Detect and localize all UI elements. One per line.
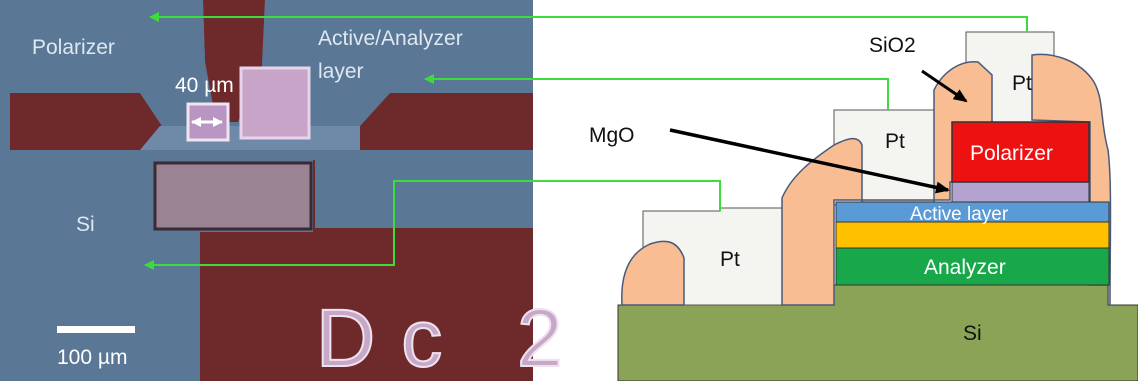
active-layer-label: Active layer	[910, 204, 1009, 225]
polarizer-connector-arrow	[149, 12, 1028, 32]
lower-electrode-region	[200, 228, 533, 381]
polarizer-layer	[951, 121, 1090, 183]
mgo-pointer-arrow	[669, 128, 950, 194]
analyzer-layer	[835, 247, 1110, 286]
connector-arrows	[144, 12, 1028, 270]
pt-top-label: Pt	[1012, 72, 1032, 95]
si-connector-arrow	[144, 180, 721, 270]
active-analyzer-pad	[153, 161, 313, 231]
sio2-label: SiO2	[869, 34, 916, 57]
pt-left-label: Pt	[720, 248, 740, 271]
active-analyzer-connector-arrow	[424, 74, 889, 110]
si-label: Si	[76, 213, 95, 236]
substrate-label: Si	[963, 322, 982, 345]
polarizer-label: Polarizer	[32, 36, 115, 59]
scale-bar-label: 100 µm	[57, 346, 127, 369]
horizontal-electrode-band	[10, 93, 533, 150]
dimension-label: 40 µm	[175, 74, 234, 97]
micrograph: Polarizer Active/Analyzer layer Si 40 µm…	[0, 0, 589, 381]
mgo-layer	[951, 181, 1090, 203]
cross-section: SiO2 MgO Pt Pt Pt Polarizer Active layer…	[589, 31, 1138, 381]
sio2-pointer-arrow	[921, 69, 968, 103]
active-analyzer-label-line2: layer	[318, 60, 364, 83]
polarizer-pad	[239, 66, 311, 140]
device-id-label: Dc 2	[316, 293, 589, 381]
analyzer-layer-label: Analyzer	[924, 256, 1006, 279]
sio2-left	[621, 240, 685, 306]
pt-middle-label: Pt	[885, 130, 905, 153]
polarizer-layer-label: Polarizer	[970, 142, 1053, 165]
spacer-layer	[835, 221, 1110, 249]
active-analyzer-label-line1: Active/Analyzer	[318, 27, 463, 50]
scale-bar	[57, 326, 135, 333]
sio2-center	[781, 61, 993, 306]
mgo-label: MgO	[589, 124, 635, 147]
